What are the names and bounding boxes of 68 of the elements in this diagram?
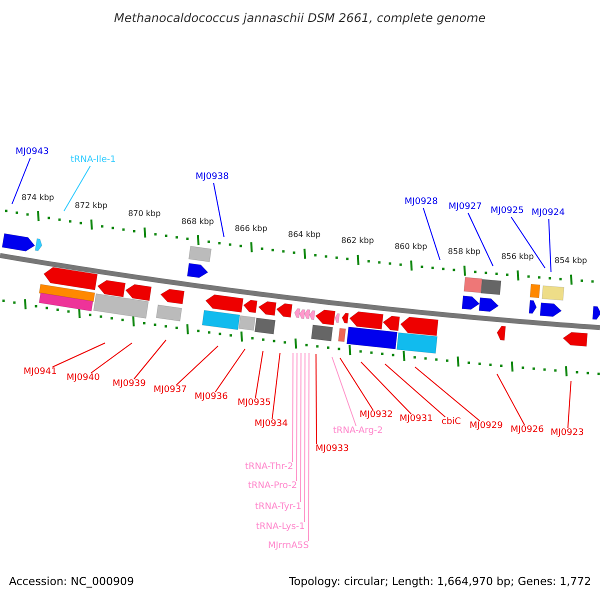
leader-line	[254, 350, 264, 398]
gene-label: MJ0923	[550, 428, 584, 438]
gene-label: MJ0941	[24, 366, 57, 378]
leader-line	[316, 354, 317, 444]
gene-label: tRNA-Pro-2	[248, 480, 298, 492]
gene-label: MJ0936	[194, 392, 228, 402]
title: Methanocaldococcus jannaschii DSM 2661, complete genome	[114, 11, 486, 25]
gene-label: MJ0929	[470, 420, 503, 432]
leader-line	[360, 362, 412, 414]
accession-text: Accession: NC_000909	[9, 576, 134, 586]
leader-line	[176, 346, 218, 386]
leader-line	[468, 212, 494, 266]
leader-line	[548, 218, 552, 272]
leader-line	[496, 374, 526, 426]
leader-line	[422, 208, 440, 260]
leader-line	[213, 182, 224, 238]
gene-label: MJ0935	[238, 398, 271, 408]
gene-label: MJ0940	[66, 372, 100, 384]
leader-line	[134, 340, 166, 380]
scale-label: 860 kbp	[394, 242, 428, 252]
gene-label: tRNA-Lys-1	[256, 522, 305, 532]
scale-label: 858 kbp	[448, 247, 480, 256]
leader-line	[272, 352, 280, 420]
gene-label: MJ0938	[196, 172, 229, 182]
gene-label: tRNA-Tyr-1	[255, 502, 302, 512]
scale-label: 866 kbp	[234, 224, 268, 233]
gene-label: MJ0928	[404, 196, 438, 208]
gene-label: MJ0931	[400, 414, 433, 424]
gene-label: MJ0937	[154, 384, 187, 396]
gene-label: MJ0925	[490, 206, 524, 216]
gene-label: MJ0934	[254, 418, 288, 430]
leader-line	[292, 352, 294, 462]
scale-label: 856 kbp	[501, 252, 534, 261]
gene-label: MJ0926	[510, 424, 544, 436]
leader-line	[214, 348, 246, 392]
gene-label: MJ0932	[360, 410, 393, 420]
leader-line	[296, 352, 298, 482]
scale-label: 854 kbp	[554, 256, 588, 266]
leader-line	[12, 158, 31, 204]
leader-line	[304, 352, 306, 522]
gene-label: tRNA-Arg-2	[333, 426, 383, 436]
gene-label: MJrrnA5S	[268, 540, 309, 552]
scale-label: 864 kbp	[288, 230, 321, 240]
genome-summary-text: Topology: circular; Length: 1,664,970 bp; Genes: 1,772	[289, 576, 592, 586]
scale-label: 870 kbp	[128, 209, 161, 218]
leader-line	[64, 166, 91, 212]
gene-label: MJ0924	[532, 208, 565, 218]
scale-label: 872 kbp	[74, 201, 108, 210]
gene-label: MJ0927	[448, 202, 482, 212]
leader-line	[384, 364, 446, 418]
scale-label: 868 kbp	[181, 216, 214, 226]
leader-line	[340, 358, 374, 410]
gene-label: cbiC	[442, 416, 461, 428]
leader-line	[332, 356, 357, 426]
gene-label: MJ0939	[112, 378, 146, 390]
leader-line	[52, 342, 106, 368]
leader-line	[567, 380, 572, 428]
leader-line	[308, 352, 310, 542]
leader-line	[300, 352, 302, 502]
scale-label: 862 kbp	[341, 236, 374, 246]
leader-line	[510, 216, 546, 268]
gene-label: MJ0943	[16, 146, 49, 158]
gene-label: tRNA-Ile-1	[70, 154, 116, 166]
leader-line	[414, 366, 480, 422]
scale-label: 874 kbp	[22, 192, 54, 202]
gene-label: tRNA-Thr-2	[245, 462, 294, 472]
leader-line	[90, 342, 132, 374]
gene-label: MJ0933	[316, 444, 349, 454]
